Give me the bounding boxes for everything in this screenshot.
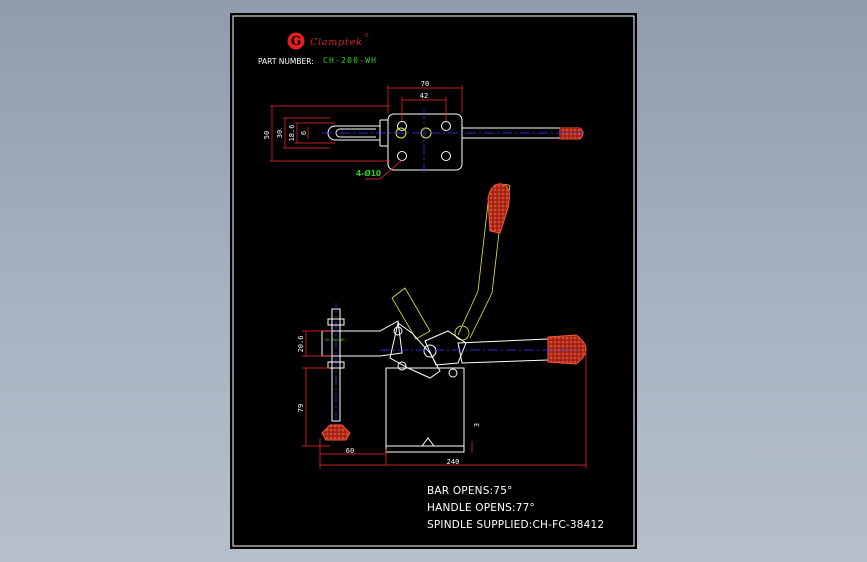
dim-overall: 240 xyxy=(447,458,460,466)
registered-mark: ® xyxy=(364,32,369,39)
dim-side-6: 6 xyxy=(300,131,308,135)
dim-holes: 4-Ø10 xyxy=(356,169,381,178)
part-number-value: CH-200-WH xyxy=(323,56,377,65)
cad-drawing: G Clamptek ® PART NUMBER: CH-200-WH xyxy=(232,15,635,547)
dim-top-inner: 42 xyxy=(420,92,428,100)
dim-base-3: 3 xyxy=(473,423,481,427)
brand-logo: G Clamptek ® xyxy=(287,32,369,50)
brand-name: Clamptek xyxy=(310,37,363,48)
dim-front-20-6: 20.6 xyxy=(297,336,305,353)
logo-letter: G xyxy=(291,34,301,48)
bar-engraving: CH-200-WH xyxy=(325,338,344,342)
drawing-sheet: G Clamptek ® PART NUMBER: CH-200-WH xyxy=(230,13,637,549)
dim-bottom-60: 60 xyxy=(346,447,354,455)
note-handle-opens: HANDLE OPENS:77° xyxy=(427,502,535,514)
dim-top-width: 70 xyxy=(421,80,429,88)
front-dimensions xyxy=(302,330,587,469)
note-spindle: SPINDLE SUPPLIED:CH-FC-38412 xyxy=(427,519,604,531)
dim-side-30: 30 xyxy=(276,130,284,138)
note-bar-opens: BAR OPENS:75° xyxy=(427,485,513,497)
front-view: CH-200-WH xyxy=(321,183,587,453)
top-dimensions xyxy=(270,85,463,162)
part-number-label: PART NUMBER: xyxy=(258,57,314,66)
dim-side-50: 50 xyxy=(263,131,271,139)
dim-front-79: 79 xyxy=(297,404,305,412)
top-view xyxy=(322,109,585,180)
dim-side-18-6: 18.6 xyxy=(288,125,296,142)
drawing-frame xyxy=(232,15,635,547)
